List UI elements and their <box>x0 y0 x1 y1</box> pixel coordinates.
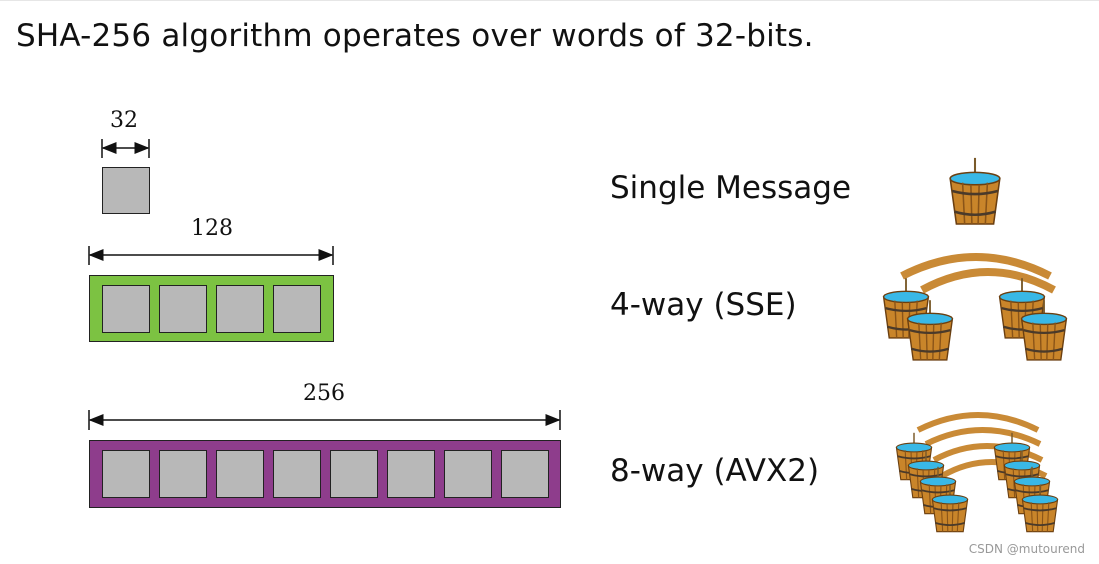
avx2-word-cell <box>102 450 150 498</box>
avx2-register-bar <box>89 440 561 508</box>
avx2-word-cell <box>159 450 207 498</box>
sse-word-cell <box>102 285 150 333</box>
sse-register-bar <box>89 275 334 342</box>
width-32-label: 32 <box>110 108 138 133</box>
avx2-word-cell <box>216 450 264 498</box>
sse-word-cell <box>159 285 207 333</box>
avx2-word-cell <box>444 450 492 498</box>
avx2-word-cell <box>501 450 549 498</box>
four-buckets-icon <box>882 253 1068 362</box>
label-single-message: Single Message <box>610 170 852 206</box>
avx2-word-cell <box>330 450 378 498</box>
top-border <box>0 0 1099 1</box>
slide-title: SHA-256 algorithm operates over words of… <box>16 18 814 54</box>
width-128-label: 128 <box>191 216 233 241</box>
sse-word-cell <box>273 285 321 333</box>
eight-buckets-icon <box>895 412 1059 533</box>
word-cell-single <box>102 167 150 214</box>
bucket-icon <box>948 156 1002 226</box>
label-4-way-sse: 4-way (SSE) <box>610 287 797 323</box>
label-8-way-avx2: 8-way (AVX2) <box>610 453 820 489</box>
sse-word-cell <box>216 285 264 333</box>
avx2-word-cell <box>273 450 321 498</box>
avx2-word-cell <box>387 450 435 498</box>
width-256-label: 256 <box>303 381 345 406</box>
watermark: CSDN @mutourend <box>968 542 1085 556</box>
